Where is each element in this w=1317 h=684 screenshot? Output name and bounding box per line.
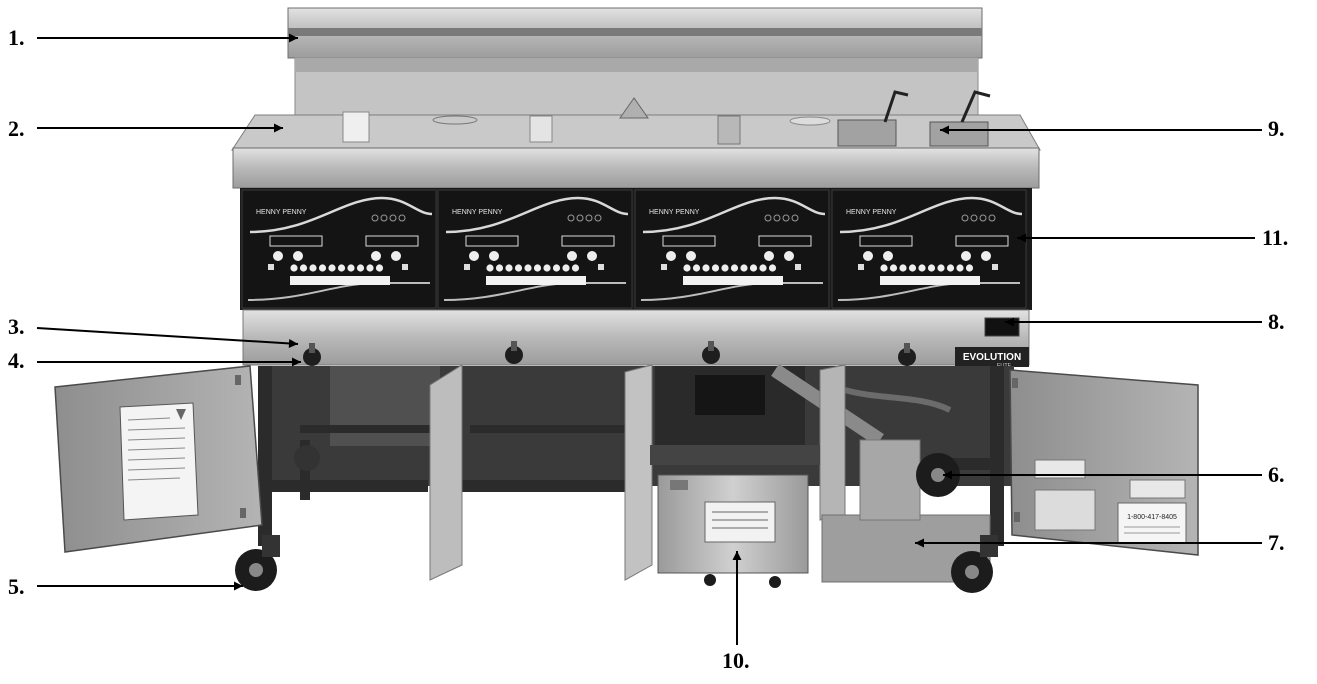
front-lip <box>232 147 1040 189</box>
brand-label: HENNY PENNY <box>452 209 503 216</box>
controller-module: HENNY PENNY <box>241 189 437 309</box>
callout-8: 8. <box>1268 309 1285 334</box>
callout-arrow-8 <box>1005 317 1262 327</box>
evolution-elite-badge: EVOLUTION ELITE <box>955 347 1029 369</box>
callout-arrows <box>36 33 1262 645</box>
brand-label: HENNY PENNY <box>649 209 700 216</box>
controller-module: HENNY PENNY <box>831 189 1027 309</box>
callout-3: 3. <box>8 314 25 339</box>
callout-4: 4. <box>8 348 25 373</box>
divider-door-1 <box>429 364 463 581</box>
drain-knobs <box>303 341 916 366</box>
svg-text:EVOLUTION: EVOLUTION <box>963 352 1021 363</box>
callout-arrow-10 <box>732 551 742 645</box>
callout-9: 9. <box>1268 116 1285 141</box>
callout-arrow-11 <box>1017 233 1255 243</box>
callout-arrow-4 <box>37 357 301 367</box>
callout-1: 1. <box>8 25 25 50</box>
right-cabinet-door: 1-800-417-8405 <box>1009 369 1199 556</box>
cabinet-fascia <box>242 309 1030 366</box>
divider-door-2 <box>624 364 653 581</box>
divider-door-3 <box>819 364 846 521</box>
controller-module: HENNY PENNY <box>634 189 830 309</box>
svg-text:1-800-417-8405: 1-800-417-8405 <box>1127 514 1177 521</box>
brand-label: HENNY PENNY <box>846 209 897 216</box>
callout-10: 10. <box>722 648 750 673</box>
casters <box>235 445 998 593</box>
controller-module: HENNY PENNY <box>437 189 633 309</box>
brand-label: HENNY PENNY <box>256 209 307 216</box>
callout-arrow-3 <box>36 327 299 348</box>
callout-arrow-2 <box>37 123 283 133</box>
callout-arrow-6 <box>943 470 1262 480</box>
callout-6: 6. <box>1268 462 1285 487</box>
callout-5: 5. <box>8 574 25 599</box>
callout-arrow-1 <box>37 33 298 43</box>
callout-7: 7. <box>1268 530 1285 555</box>
filter-pan <box>650 445 820 588</box>
frame <box>258 366 1004 546</box>
controller-modules: HENNY PENNY HENNY PENNY HENNY PENNY HENNY P… <box>241 189 1027 309</box>
left-cabinet-door <box>54 365 263 553</box>
callout-arrow-7 <box>915 538 1262 548</box>
vat-deck <box>231 90 1041 151</box>
callout-arrow-9 <box>940 125 1262 135</box>
callout-11: 11. <box>1262 225 1289 250</box>
callout-2: 2. <box>8 116 25 141</box>
callout-arrow-5 <box>37 581 243 591</box>
